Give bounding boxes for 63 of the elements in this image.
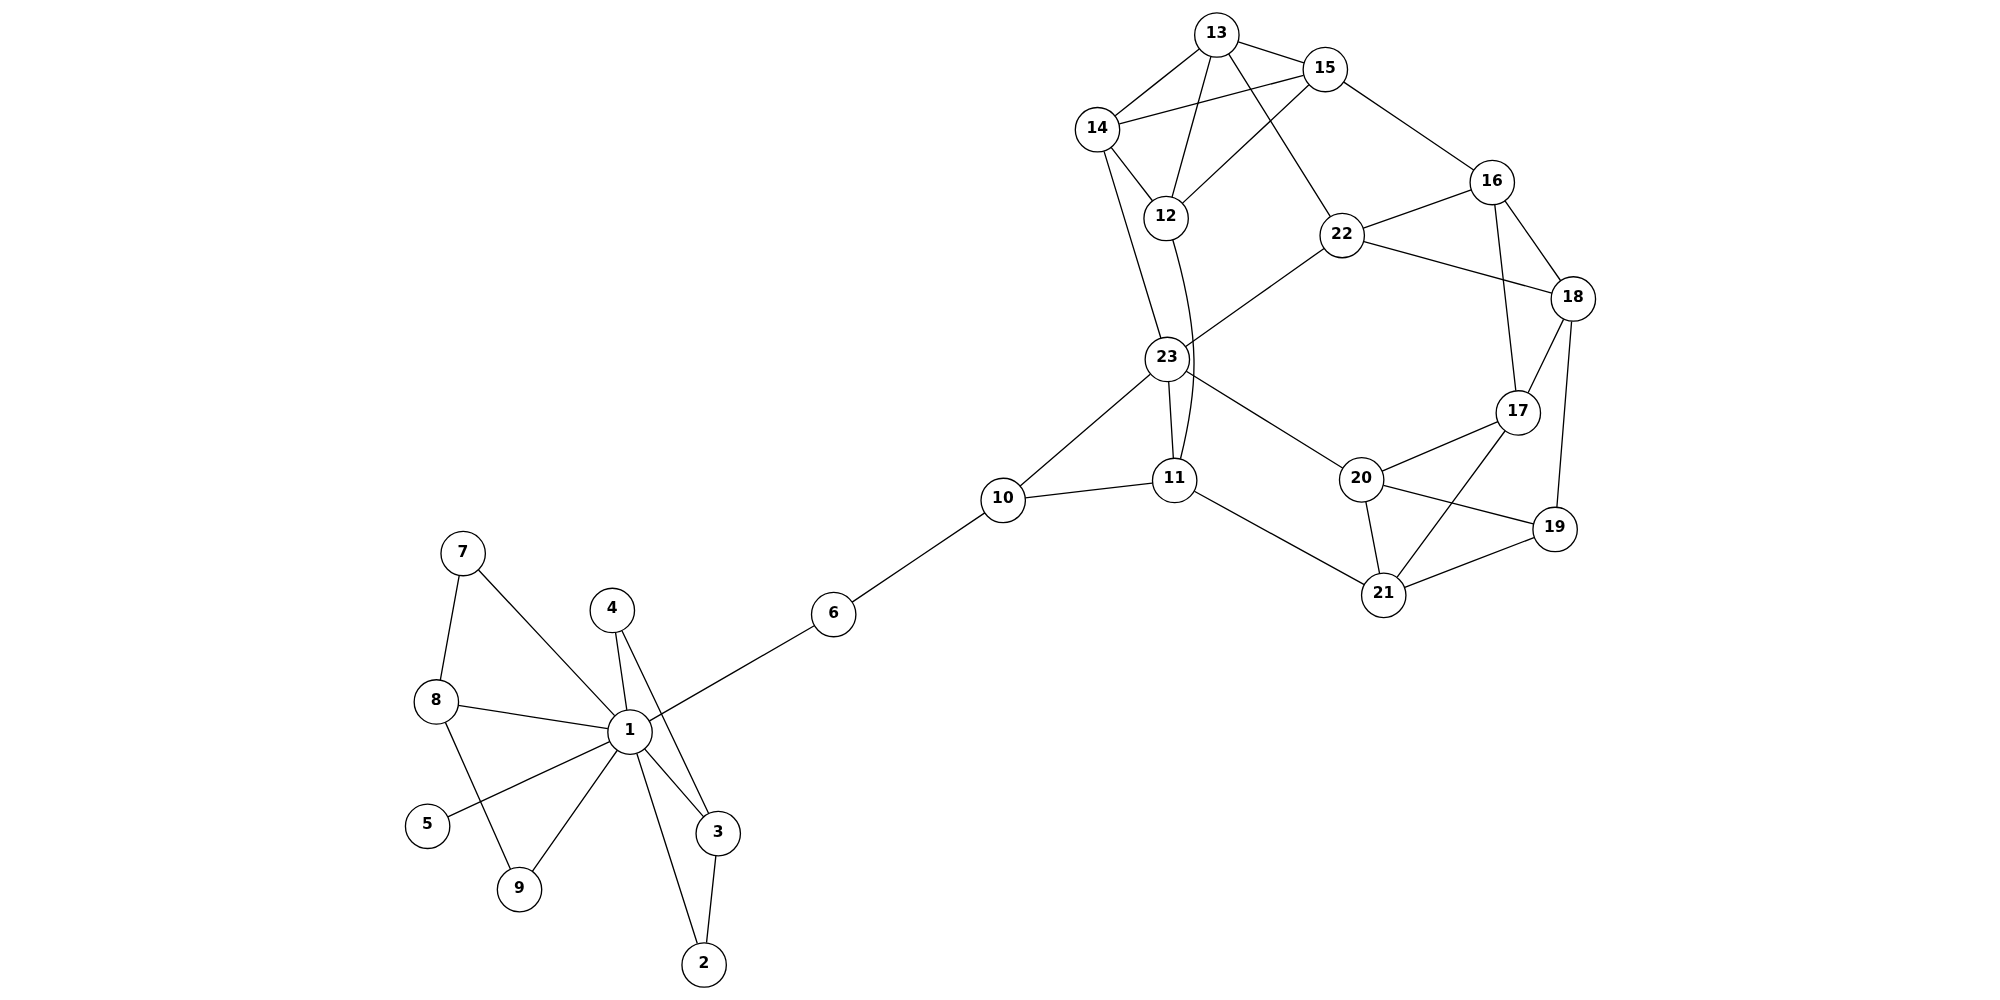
node-circle: 11	[1151, 457, 1198, 504]
connector	[446, 740, 610, 818]
node-circle: 22	[1318, 212, 1365, 259]
connector	[1526, 318, 1564, 394]
node-circle: 1	[606, 709, 653, 755]
connector	[1109, 146, 1153, 202]
node-circle: 10	[979, 477, 1026, 524]
node-circle: 23	[1144, 336, 1190, 383]
connector	[705, 855, 717, 944]
connector	[531, 749, 618, 872]
connector	[1114, 48, 1200, 117]
node-circle: 6	[810, 591, 857, 638]
connector	[1185, 370, 1343, 469]
connector	[439, 574, 460, 681]
connector	[1019, 373, 1151, 487]
connector	[1395, 430, 1506, 578]
connector	[1102, 150, 1161, 339]
node-circle: 16	[1468, 159, 1515, 206]
connector	[477, 569, 615, 717]
connector	[1171, 239, 1195, 460]
connector	[1381, 421, 1499, 472]
connector	[1403, 536, 1535, 588]
connector	[614, 631, 627, 711]
connector	[444, 721, 511, 870]
connector	[1184, 247, 1325, 348]
connector	[643, 748, 704, 818]
connector	[1181, 84, 1309, 204]
connector	[1237, 41, 1305, 64]
connector	[1493, 203, 1516, 392]
node-circle: 12	[1142, 195, 1189, 242]
connector	[1364, 501, 1380, 574]
connector	[635, 752, 698, 945]
node-circle: 20	[1338, 457, 1385, 503]
node-circle: 13	[1193, 12, 1240, 58]
node-circle: 2	[680, 942, 727, 988]
node-circle: 9	[496, 866, 542, 913]
connector	[1362, 240, 1552, 294]
connector	[1382, 484, 1534, 525]
connector	[1024, 482, 1153, 499]
connector	[1342, 81, 1474, 171]
node-circle: 7	[439, 530, 486, 577]
connector	[1227, 53, 1331, 218]
connector	[1555, 320, 1572, 508]
node-circle: 14	[1074, 106, 1120, 153]
node-circle: 15	[1301, 46, 1348, 93]
node-circle: 17	[1495, 390, 1541, 436]
node-circle: 5	[404, 803, 450, 850]
node-circle: 8	[413, 679, 459, 725]
connector	[648, 625, 815, 722]
node-circle: 4	[588, 587, 635, 634]
connector	[457, 704, 608, 730]
connector	[620, 630, 709, 815]
node-circle: 19	[1531, 506, 1578, 553]
connector	[1362, 189, 1472, 229]
connector	[1118, 74, 1304, 125]
node-circle: 18	[1550, 276, 1596, 322]
node-circle: 21	[1360, 572, 1407, 619]
connector	[1167, 381, 1174, 459]
node-circle: 3	[694, 810, 741, 857]
connector	[1170, 55, 1212, 198]
connector	[1503, 200, 1561, 281]
connector	[851, 512, 985, 603]
connector	[1193, 490, 1365, 586]
